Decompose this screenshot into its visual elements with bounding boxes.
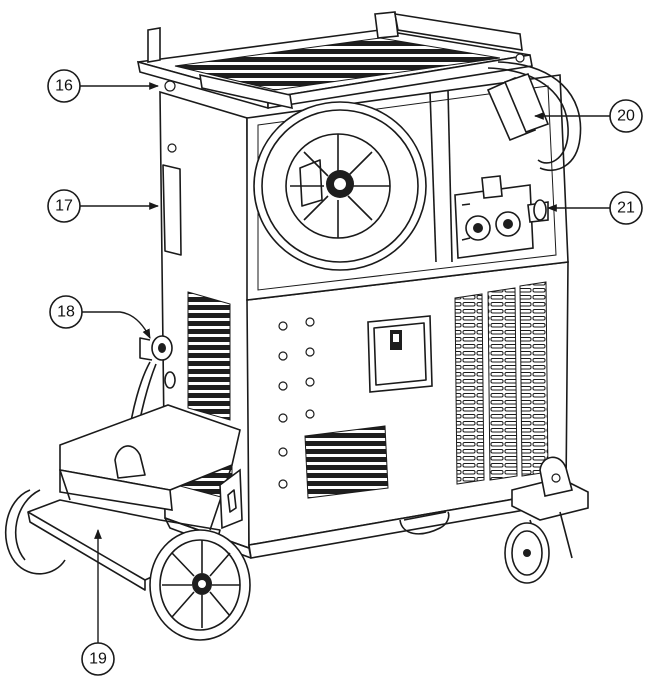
callouts: 16 17 18 19 20 21 — [47, 69, 643, 676]
callout-19: 19 — [81, 529, 115, 676]
side-inspection-cover — [162, 164, 182, 256]
callout-20: 20 — [534, 99, 643, 133]
callout-18: 18 — [49, 295, 151, 339]
callout-label: 17 — [55, 198, 73, 215]
rear-wheel-right — [149, 529, 251, 641]
wire-spool — [253, 101, 427, 271]
top-frame — [136, 11, 533, 110]
callout-label: 20 — [617, 108, 635, 125]
side-slot-vent-2 — [487, 287, 518, 481]
bottle-tray — [27, 404, 243, 591]
callout-label: 21 — [617, 200, 635, 217]
side-grille — [187, 291, 231, 421]
castor-wheel-right — [504, 456, 589, 584]
wheels — [4, 456, 589, 641]
callout-label: 19 — [89, 651, 107, 668]
callout-17: 17 — [47, 189, 159, 223]
callout-label: 16 — [55, 78, 73, 95]
compartment-inner-wall — [257, 85, 557, 291]
connector-holes — [278, 317, 315, 489]
callout-21: 21 — [547, 191, 643, 225]
front-controls — [278, 281, 549, 499]
side-slot-vent-3 — [519, 281, 549, 477]
callout-16: 16 — [47, 69, 159, 103]
rear-wheel-left — [4, 489, 66, 575]
wire-feeder — [454, 175, 549, 259]
front-grille — [304, 425, 389, 499]
castor-wheel-left — [399, 511, 450, 535]
switch-box — [367, 315, 433, 393]
side-slot-vent-1 — [454, 293, 485, 485]
compartment-divider — [429, 91, 437, 263]
callout-label: 18 — [57, 304, 75, 321]
